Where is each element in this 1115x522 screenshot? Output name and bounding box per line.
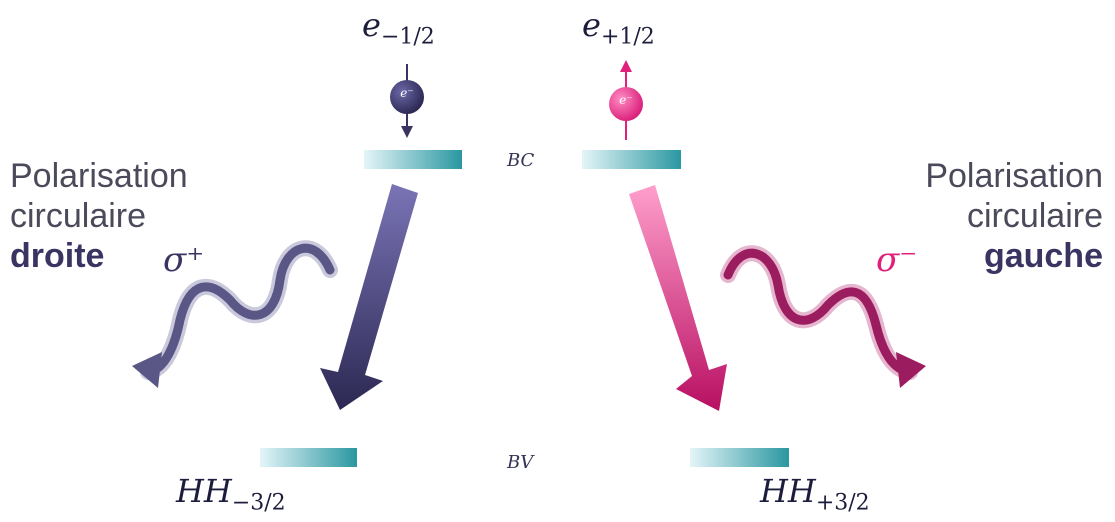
sigma-plus-label: σ⁺ [163,240,205,280]
conduction-band-label: BC [507,150,535,171]
sigma-minus-label: σ⁻ [876,240,918,280]
transition-arrow-left [320,184,418,410]
photon-wave-right-icon [720,245,926,388]
left-pol-line2: circulaire [10,197,147,235]
left-polarization-text: Polarisation circulaire droite [10,156,188,276]
right-polarization-text: Polarisation circulaire gauche [925,156,1103,276]
vb-level-left [260,448,357,467]
valence-band-label: BV [507,452,534,473]
vb-level-right [690,448,789,467]
state-hh-plus-label: HH+3/2 [760,472,870,516]
photon-wave-left-icon [132,240,338,388]
cb-level-right [582,150,681,169]
cb-level-left [364,150,462,169]
transition-arrow-right [629,185,727,411]
right-pol-line1: Polarisation [925,157,1103,195]
right-pol-line2: circulaire [966,197,1103,235]
left-pol-direction: droite [10,237,105,275]
state-e-plus-label: e+1/2 [582,6,655,50]
left-pol-line1: Polarisation [10,157,188,195]
state-e-minus-label: e−1/2 [362,6,435,50]
electron-spin-down-icon [390,80,424,114]
electron-symbol-left: e⁻ [400,86,414,100]
electron-symbol-right: e⁻ [619,93,633,107]
right-pol-direction: gauche [983,237,1103,275]
electron-spin-up-icon [609,87,643,121]
state-hh-minus-label: HH−3/2 [176,472,286,516]
